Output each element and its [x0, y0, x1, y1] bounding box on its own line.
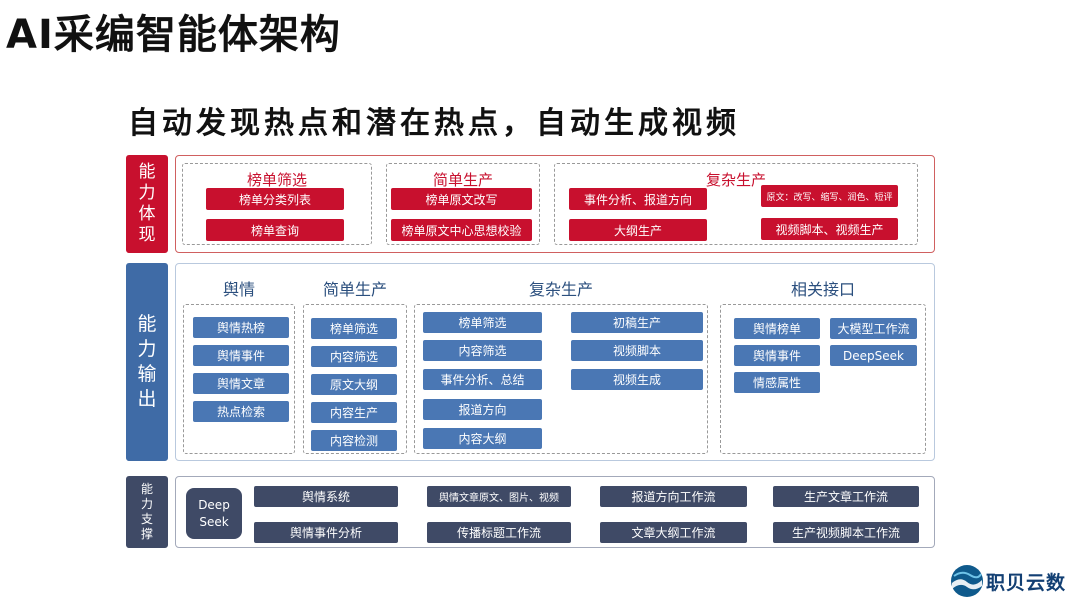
capability-item: 榜单原文改写 [391, 188, 532, 210]
output-group-api [720, 304, 926, 454]
capability-item: 榜单分类列表 [206, 188, 344, 210]
capability-group-complex: 复杂生产 [554, 163, 918, 245]
output-item: 视频生成 [571, 369, 703, 390]
support-item: 文章大纲工作流 [600, 522, 747, 543]
output-group-complex [414, 304, 708, 454]
brand-name: 职贝云数 [986, 571, 1067, 594]
output-item: 大模型工作流 [830, 318, 917, 339]
capability-item: 视频脚本、视频生产 [761, 218, 898, 240]
capability-item: 原文：改写、缩写、润色、短评 [761, 185, 898, 207]
support-item: 传播标题工作流 [427, 522, 571, 543]
globe-wave-icon [951, 565, 983, 597]
capability-item: 榜单原文中心思想校验 [391, 219, 532, 241]
group-title: 复杂生产 [705, 171, 766, 189]
support-item: 舆情文章原文、图片、视频 [427, 486, 571, 507]
output-item: DeepSeek [830, 345, 917, 366]
support-item: 舆情系统 [254, 486, 398, 507]
output-item: 榜单筛选 [423, 312, 542, 333]
output-item: 视频脚本 [571, 340, 703, 361]
output-group-title-api: 相关接口 [790, 280, 855, 299]
output-item: 原文大纲 [311, 374, 397, 395]
capability-group-list-filter: 榜单筛选 [182, 163, 372, 245]
output-item: 舆情热榜 [193, 317, 289, 338]
page-subtitle: 自动发现热点和潜在热点，自动生成视频 [128, 106, 740, 141]
output-item: 热点检索 [193, 401, 289, 422]
layer-label-support: 能力支撑 [126, 476, 168, 548]
output-item: 内容检测 [311, 430, 397, 451]
group-title: 简单生产 [432, 171, 493, 189]
support-item: 舆情事件分析 [254, 522, 398, 543]
output-group-title-opinion: 舆情 [222, 280, 255, 299]
output-item: 榜单筛选 [311, 318, 397, 339]
page-title: AI采编智能体架构 [6, 12, 341, 58]
output-item: 舆情文章 [193, 373, 289, 394]
support-item: 报道方向工作流 [600, 486, 747, 507]
layer-label-capability: 能力体现 [126, 155, 168, 253]
output-group-opinion [183, 304, 295, 454]
capability-item: 大纲生产 [569, 219, 707, 241]
output-item: 内容筛选 [311, 346, 397, 367]
layer-label-output: 能力输出 [126, 263, 168, 461]
brand-logo: 职贝云数 [950, 564, 1066, 598]
support-item: 生产视频脚本工作流 [773, 522, 919, 543]
output-item: 情感属性 [734, 372, 820, 393]
output-item: 内容大纲 [423, 428, 542, 449]
output-group-title-complex: 复杂生产 [528, 280, 593, 299]
support-panel [175, 476, 935, 548]
output-item: 内容生产 [311, 402, 397, 423]
output-item: 舆情榜单 [734, 318, 820, 339]
output-item: 报道方向 [423, 399, 542, 420]
output-group-simple [303, 304, 407, 454]
capability-item: 事件分析、报道方向 [569, 188, 707, 210]
output-group-title-simple: 简单生产 [322, 280, 387, 299]
output-item: 内容筛选 [423, 340, 542, 361]
output-item: 初稿生产 [571, 312, 703, 333]
group-title: 榜单筛选 [246, 171, 307, 189]
output-item: 舆情事件 [193, 345, 289, 366]
support-item: 生产文章工作流 [773, 486, 919, 507]
capability-group-simple: 简单生产 [386, 163, 540, 245]
output-panel [175, 263, 935, 461]
capability-panel [175, 155, 935, 253]
deepseek-badge: Deep Seek [186, 488, 242, 539]
capability-item: 榜单查询 [206, 219, 344, 241]
output-item: 事件分析、总结 [423, 369, 542, 390]
output-item: 舆情事件 [734, 345, 820, 366]
